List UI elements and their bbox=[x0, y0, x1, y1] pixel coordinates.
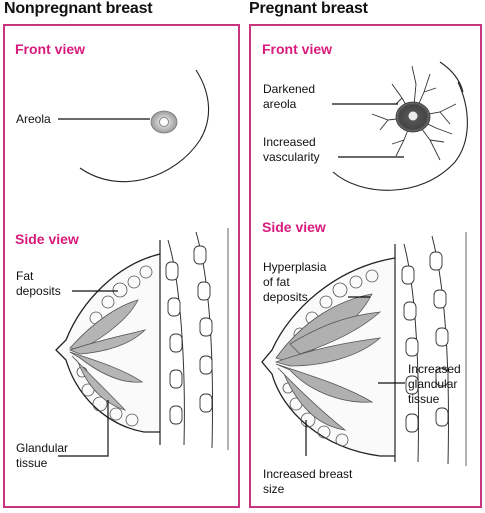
left-side-view-heading: Side view bbox=[15, 231, 79, 247]
label-increased-glandular-tissue: Increased glandular tissue bbox=[408, 362, 461, 406]
left-front-view-heading: Front view bbox=[15, 41, 86, 57]
right-nipple bbox=[407, 110, 419, 122]
right-side-view-heading: Side view bbox=[262, 219, 326, 235]
right-front-view-heading: Front view bbox=[262, 41, 333, 57]
label-fat-deposits: Fat deposits bbox=[16, 269, 61, 298]
left-side-breast bbox=[55, 228, 229, 450]
label-increased-vascularity: Increased vascularity bbox=[263, 135, 320, 164]
label-increased-breast-size: Increased breast size bbox=[263, 467, 353, 496]
label-darkened-areola: Darkened areola bbox=[263, 82, 316, 111]
pregnant-title: Pregnant breast bbox=[249, 0, 368, 17]
pregnant-panel bbox=[249, 24, 482, 508]
label-glandular-tissue: Glandular tissue bbox=[16, 441, 69, 470]
left-nipple bbox=[159, 117, 169, 127]
right-front-breast bbox=[332, 61, 468, 191]
label-hyperplasia: Hyperplasia of fat deposits bbox=[263, 260, 327, 304]
nonpregnant-title: Nonpregnant breast bbox=[4, 0, 153, 17]
nonpregnant-panel bbox=[3, 24, 240, 508]
leader-lines bbox=[58, 103, 405, 457]
label-areola: Areola bbox=[16, 112, 51, 126]
right-side-breast bbox=[261, 232, 467, 466]
left-front-breast bbox=[79, 69, 210, 183]
